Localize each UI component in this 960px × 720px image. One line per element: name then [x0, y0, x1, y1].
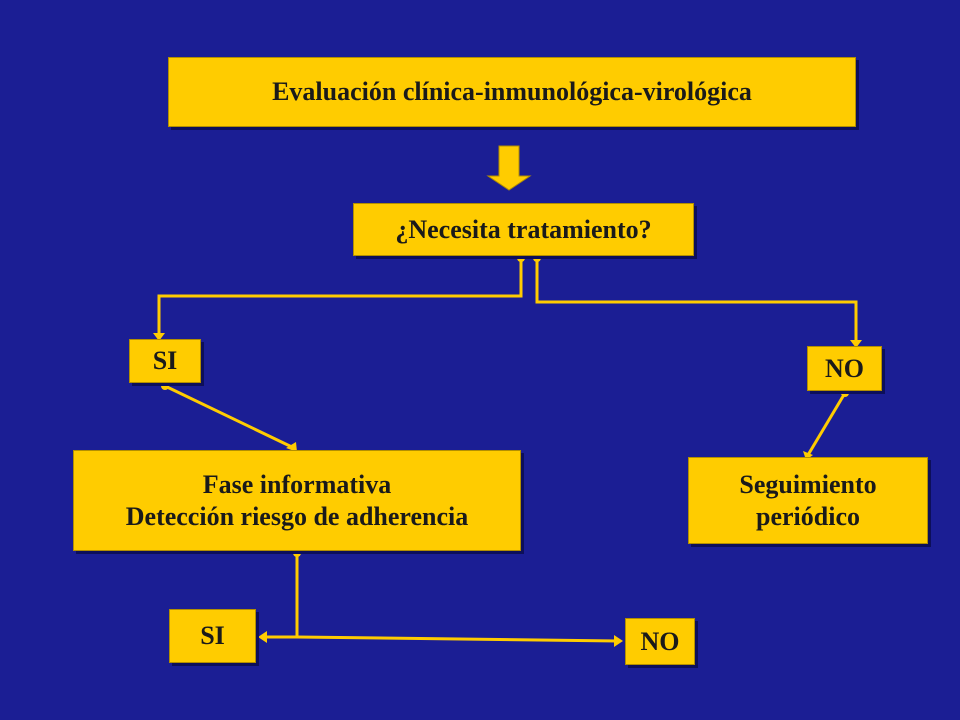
adherence-no-box: NO: [625, 618, 695, 665]
down-arrow-icon: [486, 145, 532, 191]
connector-no-to-seguimiento: [806, 392, 847, 456]
info-phase-line2: Detección riesgo de adherencia: [125, 501, 469, 531]
treatment-question-box: ¿Necesita tratamiento?: [353, 203, 694, 256]
no-branch-box: NO: [807, 346, 882, 391]
evaluation-box: Evaluación clínica-inmunológica-virológi…: [168, 57, 856, 127]
no-branch-label: NO: [825, 353, 864, 383]
info-phase-line1: Fase informativa: [202, 470, 392, 500]
info-phase-box: Fase informativa Detección riesgo de adh…: [73, 450, 521, 551]
connector-question-to-si: [157, 258, 523, 337]
connector-si-to-fase: [164, 384, 295, 450]
followup-box: Seguimiento periódico: [688, 457, 928, 544]
treatment-question-label: ¿Necesita tratamiento?: [395, 214, 652, 244]
yes-branch-box: SI: [129, 339, 201, 383]
connector-dot: [161, 382, 169, 390]
adherence-yes-box: SI: [169, 609, 256, 663]
yes-branch-label: SI: [152, 346, 178, 376]
followup-line1: Seguimiento: [739, 470, 877, 500]
connector-question-to-no: [535, 258, 858, 344]
arrowhead-icon: [614, 635, 623, 647]
adherence-no-label: NO: [640, 626, 680, 656]
arrowhead-icon: [258, 631, 267, 643]
adherence-yes-label: SI: [200, 621, 225, 651]
followup-line2: periódico: [756, 501, 860, 531]
connector-fase-to-no: [296, 635, 619, 643]
evaluation-label: Evaluación clínica-inmunológica-virológi…: [272, 77, 752, 107]
